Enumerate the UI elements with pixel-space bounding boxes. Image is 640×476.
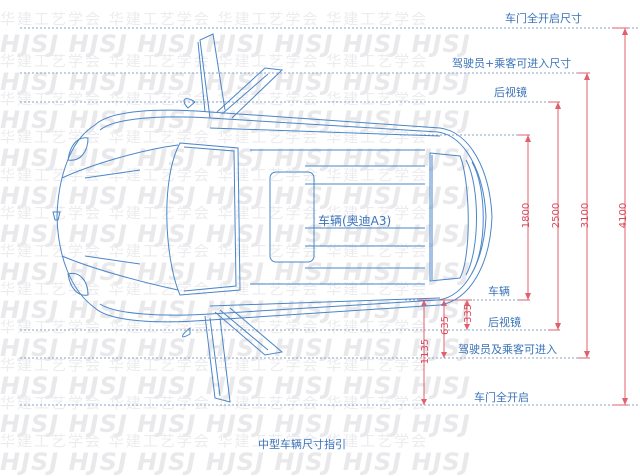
dimension-1135: 1135 (420, 338, 432, 365)
reference-lines (20, 27, 640, 406)
label-door-full-open: 车门全开启 (474, 391, 529, 404)
dimension-335: 335 (463, 303, 475, 324)
label-driver-passenger-access: 驾驶员及乘客可进入 (458, 343, 557, 356)
label-vehicle: 车辆 (488, 285, 510, 298)
label-door-full-open-size: 车门全开启尺寸 (505, 12, 582, 25)
open-doors-top (183, 33, 284, 119)
dimension-arrows-right (525, 28, 628, 405)
dimension-2500: 2500 (551, 202, 563, 229)
dimension-635: 635 (440, 315, 452, 336)
label-mirror-top: 后视镜 (494, 86, 527, 99)
diagram-caption: 中型车辆尺寸指引 (258, 438, 346, 451)
label-driver-passenger-access-size: 驾驶员+乘客可进入尺寸 (452, 57, 572, 70)
dimension-lines-right (518, 27, 628, 406)
open-doors-bottom (182, 307, 284, 403)
dimension-3100: 3100 (580, 202, 592, 229)
car-outline (52, 109, 493, 323)
dimension-1800: 1800 (521, 202, 533, 229)
label-mirror-bottom: 后视镜 (488, 316, 521, 329)
dimension-4100: 4100 (618, 202, 630, 229)
label-vehicle-model: 车辆(奥迪A3) (318, 214, 392, 228)
